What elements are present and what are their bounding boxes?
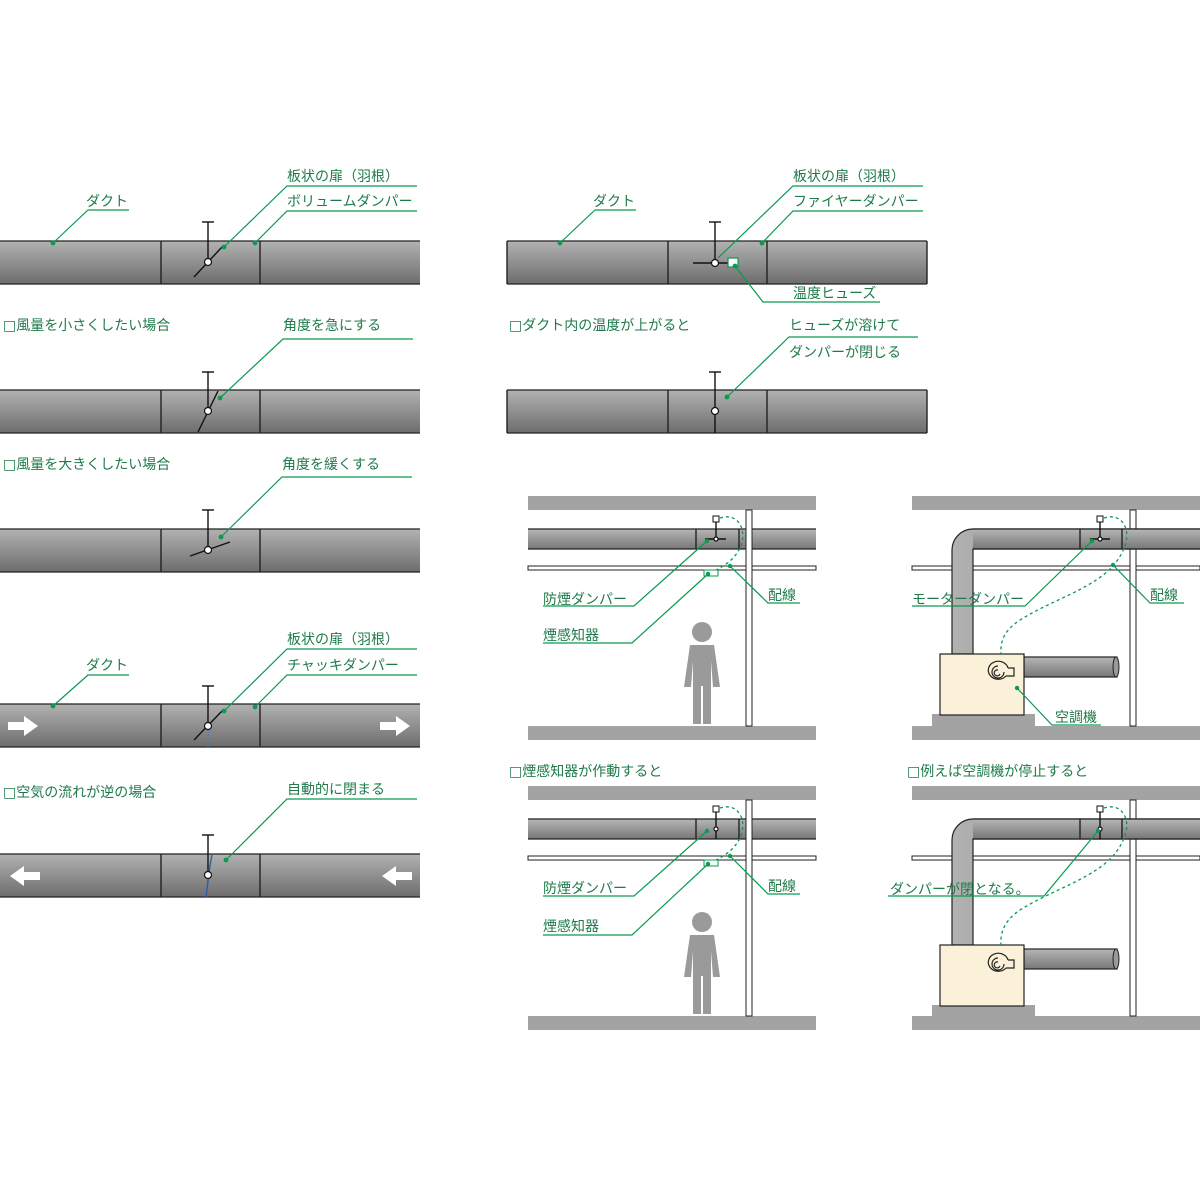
label-duct: ダクト bbox=[86, 194, 128, 210]
fire-damper-panel: ダクト 板状の扉（羽根） ファイヤーダンパー 温度ヒューズ bbox=[506, 169, 928, 303]
note-closes-automatically: 自動的に閉まる bbox=[287, 782, 385, 798]
damper-handle bbox=[202, 221, 214, 262]
smoke-damper-active-panel: □煙感知器が作動すると 防煙ダンパー 煙感知器 配線 bbox=[509, 763, 817, 1030]
fire-damper-closed-panel: □ダクト内の温度が上がると ヒューズが溶けて ダンパーが閉じる bbox=[506, 318, 928, 434]
ceiling-board bbox=[911, 565, 1200, 571]
note-gentler-angle: 角度を緩くする bbox=[282, 457, 380, 473]
label-wiring: 配線 bbox=[768, 588, 796, 604]
caption-reverse-flow: □空気の流れが逆の場合 bbox=[3, 785, 156, 801]
ceiling-slab bbox=[528, 496, 816, 510]
volume-damper-panel: ダクト 板状の扉（羽根） ボリュームダンパー bbox=[0, 169, 420, 285]
column bbox=[1129, 799, 1137, 1017]
label-duct: ダクト bbox=[86, 658, 128, 674]
reverse-flow-panel: □空気の流れが逆の場合 自動的に閉まる bbox=[0, 782, 420, 898]
caption-aircon-stops: □例えば空調機が停止すると bbox=[907, 763, 1088, 780]
unit-base bbox=[932, 1005, 1035, 1017]
fan-scroll-icon bbox=[987, 660, 1015, 680]
duct bbox=[973, 819, 1200, 839]
floor bbox=[528, 1016, 816, 1030]
note-steeper-angle: 角度を急にする bbox=[283, 318, 381, 334]
fan-scroll-icon bbox=[987, 952, 1015, 972]
return-duct bbox=[1023, 948, 1118, 970]
column bbox=[1129, 509, 1137, 727]
ceiling-board bbox=[527, 565, 817, 571]
label-smoke-detector: 煙感知器 bbox=[543, 627, 599, 644]
ceiling-board bbox=[527, 855, 817, 861]
label-smoke-damper: 防煙ダンパー bbox=[543, 592, 627, 608]
label-blade: 板状の扉（羽根） bbox=[287, 169, 399, 185]
label-volume-damper: ボリュームダンパー bbox=[287, 194, 413, 210]
air-conditioner bbox=[939, 944, 1025, 1007]
duct bbox=[528, 529, 816, 549]
caption-large-airflow: □風量を大きくしたい場合 bbox=[3, 457, 170, 473]
label-fire-damper: ファイヤーダンパー bbox=[793, 194, 919, 210]
arrow-right-icon bbox=[380, 716, 410, 736]
duct bbox=[528, 819, 816, 839]
ceiling-slab bbox=[912, 786, 1200, 800]
smoke-detector bbox=[703, 569, 719, 577]
label-smoke-detector: 煙感知器 bbox=[543, 918, 599, 935]
label-wiring: 配線 bbox=[768, 879, 796, 895]
smoke-detector bbox=[703, 859, 719, 867]
floor bbox=[528, 726, 816, 740]
air-conditioner bbox=[939, 653, 1025, 716]
note-fuse-melts: ヒューズが溶けて bbox=[789, 318, 900, 334]
note-damper-closed: ダンパーが閉となる。 bbox=[890, 882, 1030, 898]
smoke-damper-panel: 防煙ダンパー 煙感知器 配線 bbox=[527, 496, 817, 740]
duct bbox=[973, 529, 1200, 549]
label-air-conditioner: 空調機 bbox=[1055, 710, 1097, 726]
caption-temperature-rise: □ダクト内の温度が上がると bbox=[509, 318, 690, 334]
person-icon bbox=[684, 912, 720, 1014]
label-blade: 板状の扉（羽根） bbox=[793, 169, 905, 185]
motor-damper-panel: モーターダンパー 配線 空調機 bbox=[911, 496, 1200, 740]
unit-base bbox=[932, 714, 1035, 726]
check-damper-panel: ダクト 板状の扉（羽根） チャッキダンパー bbox=[0, 632, 420, 748]
caption-detector-activates: □煙感知器が作動すると bbox=[509, 763, 662, 780]
label-duct: ダクト bbox=[593, 194, 635, 210]
arrow-left-icon bbox=[382, 866, 412, 886]
motor-damper-stopped-panel: □例えば空調機が停止すると ダンパーが閉となる。 bbox=[888, 763, 1200, 1030]
floor bbox=[912, 1016, 1200, 1030]
label-blade: 板状の扉（羽根） bbox=[287, 632, 399, 648]
ceiling-slab bbox=[912, 496, 1200, 510]
label-check-damper: チャッキダンパー bbox=[287, 658, 399, 674]
large-airflow-panel: □風量を大きくしたい場合 角度を緩くする bbox=[0, 457, 420, 573]
column bbox=[745, 509, 753, 727]
small-airflow-panel: □風量を小さくしたい場合 角度を急にする bbox=[0, 318, 420, 434]
person-icon bbox=[684, 622, 720, 724]
column bbox=[745, 799, 753, 1017]
ceiling-board bbox=[911, 855, 1200, 861]
floor bbox=[912, 726, 1200, 740]
note-damper-closes: ダンパーが閉じる bbox=[789, 345, 901, 361]
arrow-right-icon bbox=[8, 716, 38, 736]
caption-small-airflow: □風量を小さくしたい場合 bbox=[3, 318, 170, 334]
arrow-left-icon bbox=[10, 866, 40, 886]
label-smoke-damper: 防煙ダンパー bbox=[543, 881, 627, 897]
ceiling-slab bbox=[528, 786, 816, 800]
return-duct bbox=[1023, 656, 1118, 678]
label-wiring: 配線 bbox=[1150, 588, 1178, 604]
label-motor-damper: モーターダンパー bbox=[912, 592, 1024, 608]
label-temperature-fuse: 温度ヒューズ bbox=[793, 286, 876, 302]
